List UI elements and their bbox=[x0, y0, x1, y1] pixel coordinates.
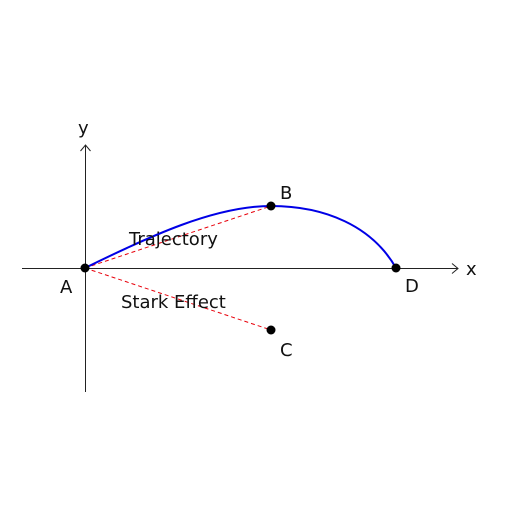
y-axis-label: y bbox=[78, 118, 89, 139]
guide-line-a-to-c bbox=[84, 267, 272, 331]
y-axis-arrow bbox=[80, 144, 91, 152]
point-c-label: C bbox=[280, 340, 293, 361]
stark-effect-label: Stark Effect bbox=[121, 292, 226, 313]
point-a bbox=[80, 263, 90, 273]
point-b-label: B bbox=[280, 183, 292, 204]
guide-line-a-to-b bbox=[84, 205, 272, 269]
point-b bbox=[266, 201, 276, 211]
x-axis-arrow bbox=[451, 263, 459, 274]
point-d bbox=[391, 263, 401, 273]
point-c bbox=[266, 325, 276, 335]
trajectory-label: Trajectory bbox=[128, 229, 218, 250]
point-d-label: D bbox=[405, 276, 419, 297]
x-axis-label: x bbox=[466, 259, 477, 280]
point-a-label: A bbox=[60, 277, 73, 298]
